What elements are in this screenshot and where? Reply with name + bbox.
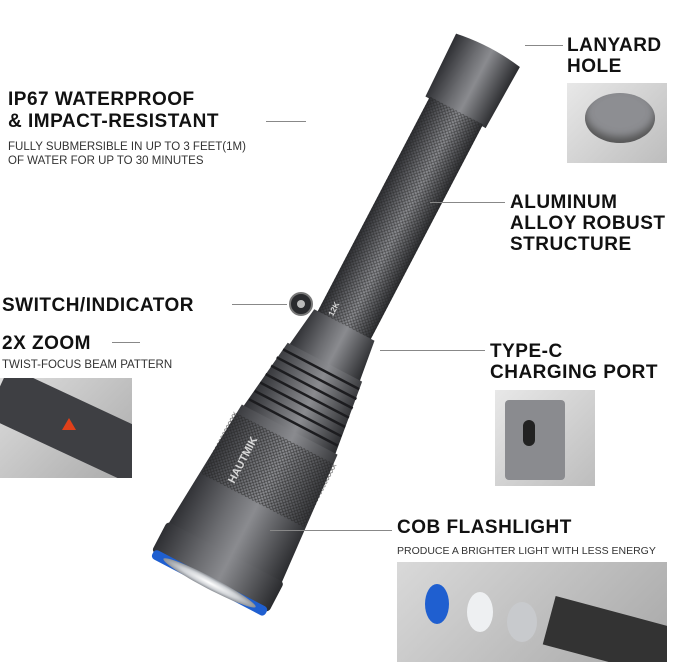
- cob-title: COB FLASHLIGHT: [397, 517, 572, 538]
- aluminum-title-2: ALLOY ROBUST: [510, 213, 666, 234]
- tail-cap: [425, 33, 520, 129]
- aluminum-title-3: STRUCTURE: [510, 234, 632, 255]
- waterproof-desc-1: FULLY SUBMERSIBLE IN UP TO 3 FEET(1M): [8, 141, 246, 153]
- waterproof-title-1: IP67 WATERPROOF: [8, 89, 195, 110]
- lanyard-title-2: HOLE: [567, 56, 622, 77]
- type-c-port-image: [495, 390, 595, 486]
- switch-title: SWITCH/INDICATOR: [2, 295, 195, 316]
- exploded-view-image: [397, 562, 667, 662]
- lens: [163, 558, 256, 608]
- typec-title-1: TYPE-C: [490, 341, 563, 362]
- zoom-detail-image: [0, 378, 132, 478]
- typec-title-2: CHARGING PORT: [490, 362, 658, 383]
- zoom-title: 2X ZOOM: [2, 333, 92, 354]
- cooling-fins: [242, 342, 363, 456]
- cob-desc: PRODUCE A BRIGHTER LIGHT WITH LESS ENERG…: [397, 545, 656, 557]
- lanyard-hole-image: [567, 83, 667, 163]
- lanyard-title-1: LANYARD: [567, 35, 662, 56]
- waterproof-desc-2: OF WATER FOR UP TO 30 MINUTES: [8, 155, 204, 167]
- aluminum-title-1: ALUMINUM: [510, 192, 618, 213]
- waterproof-title-2: & IMPACT-RESISTANT: [8, 111, 219, 132]
- bezel: [152, 522, 283, 612]
- zoom-desc: TWIST-FOCUS BEAM PATTERN: [2, 359, 173, 371]
